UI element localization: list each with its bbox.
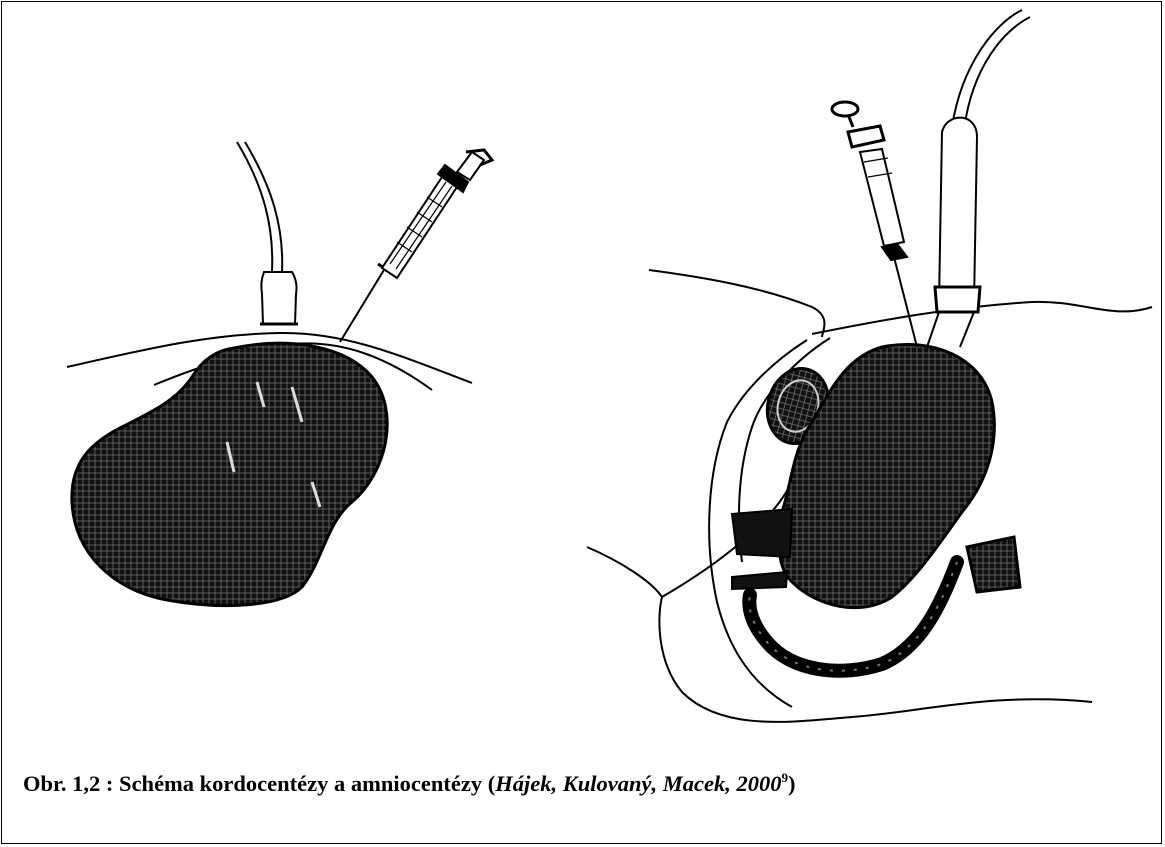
ultrasound-probe-icon — [927, 10, 1030, 347]
ultrasound-probe-icon — [237, 142, 298, 324]
figure-caption: Obr. 1,2 : Schéma kordocentézy a amnioce… — [23, 770, 795, 797]
caption-label: Obr. 1,2 : Schéma kordocentézy a amnioce… — [23, 771, 495, 796]
cordocentesis-diagram — [67, 142, 492, 606]
uterus-shape — [72, 343, 387, 605]
abdomen-contour — [649, 270, 825, 337]
amniocentesis-diagram — [587, 10, 1152, 722]
caption-references: Hájek, Kulovaný, Macek, 2000 — [495, 771, 781, 796]
caption-close: ) — [788, 771, 796, 796]
syringe-icon — [832, 102, 917, 347]
syringe-icon — [340, 150, 492, 342]
